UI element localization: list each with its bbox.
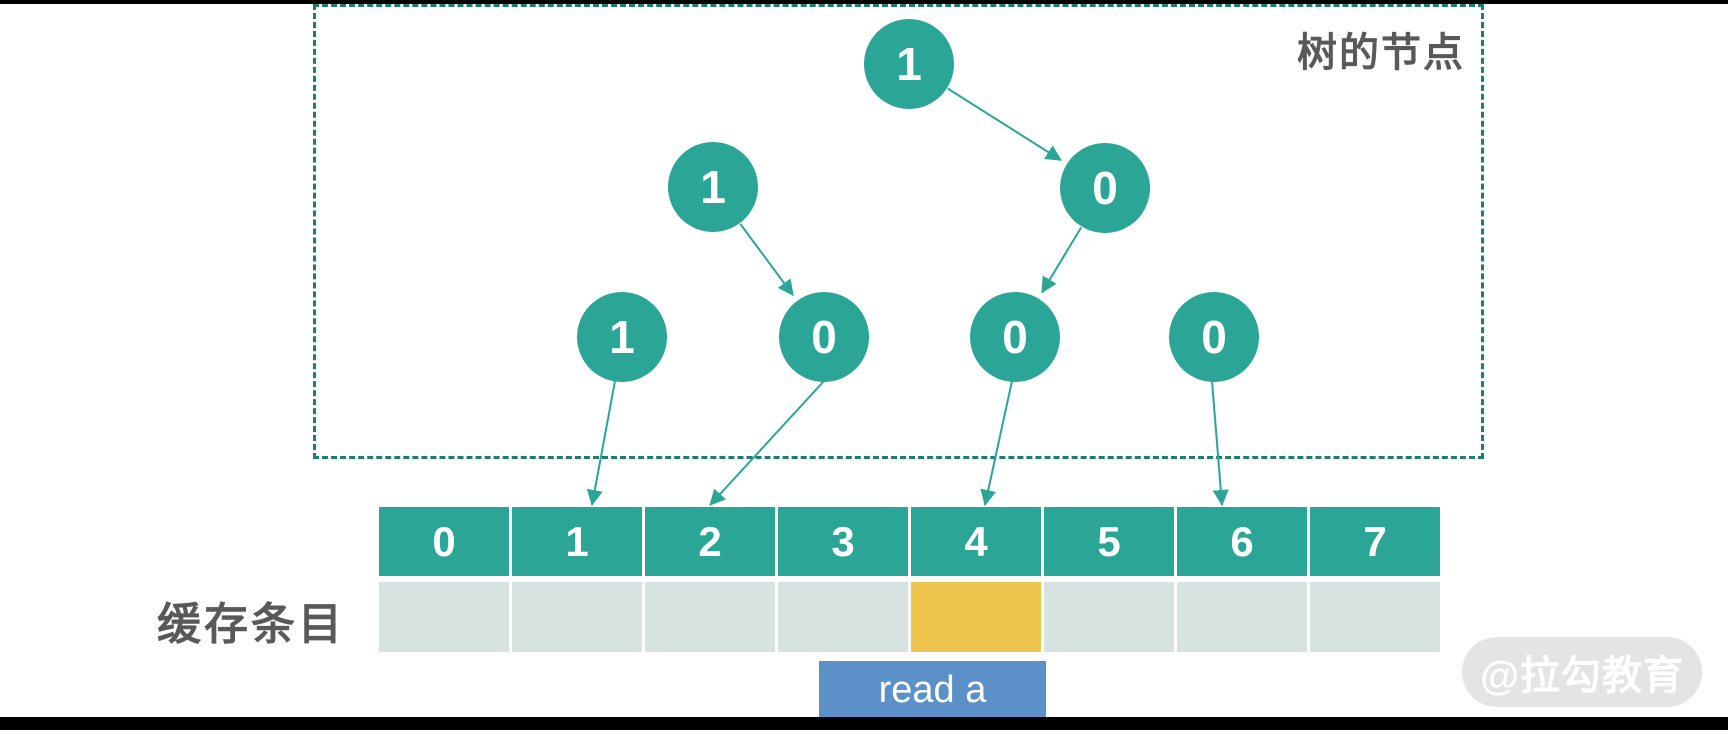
tree-node-R: 0 xyxy=(1060,143,1150,233)
watermark-badge: @拉勾教育 xyxy=(1462,637,1702,707)
cache-index-cell-1: 1 xyxy=(512,507,642,576)
cache-entry-cell-0 xyxy=(379,582,509,652)
cache-entry-cell-6 xyxy=(1177,582,1307,652)
tree-node-LR: 0 xyxy=(779,292,869,382)
cache-index-cell-0: 0 xyxy=(379,507,509,576)
read-a-tag: read a xyxy=(819,661,1046,719)
cache-index-cell-2: 2 xyxy=(645,507,775,576)
cache-index-cell-4: 4 xyxy=(911,507,1041,576)
tree-node-root: 1 xyxy=(864,19,954,109)
cache-entry-cell-7 xyxy=(1310,582,1440,652)
cache-index-cell-6: 6 xyxy=(1177,507,1307,576)
cache-entry-cell-1 xyxy=(512,582,642,652)
tree-node-RR: 0 xyxy=(1169,292,1259,382)
cache-entry-cell-4-highlighted xyxy=(911,582,1041,652)
tree-node-LL: 1 xyxy=(577,292,667,382)
tree-box-title: 树的节点 xyxy=(1297,31,1465,75)
cache-entry-cell-2 xyxy=(645,582,775,652)
letterbox-bar-top xyxy=(0,0,1728,4)
cache-entry-cell-3 xyxy=(778,582,908,652)
letterbox-bar-bottom xyxy=(0,717,1728,730)
tree-node-L: 1 xyxy=(668,142,758,232)
cache-entry-cell-5 xyxy=(1044,582,1174,652)
cache-index-cell-7: 7 xyxy=(1310,507,1440,576)
cache-entry-row xyxy=(379,582,1440,652)
cache-index-cell-3: 3 xyxy=(778,507,908,576)
cache-index-cell-5: 5 xyxy=(1044,507,1174,576)
cache-entries-label: 缓存条目 xyxy=(157,600,345,649)
tree-node-RL: 0 xyxy=(970,292,1060,382)
tree-nodes-dashed-box xyxy=(313,4,1484,459)
